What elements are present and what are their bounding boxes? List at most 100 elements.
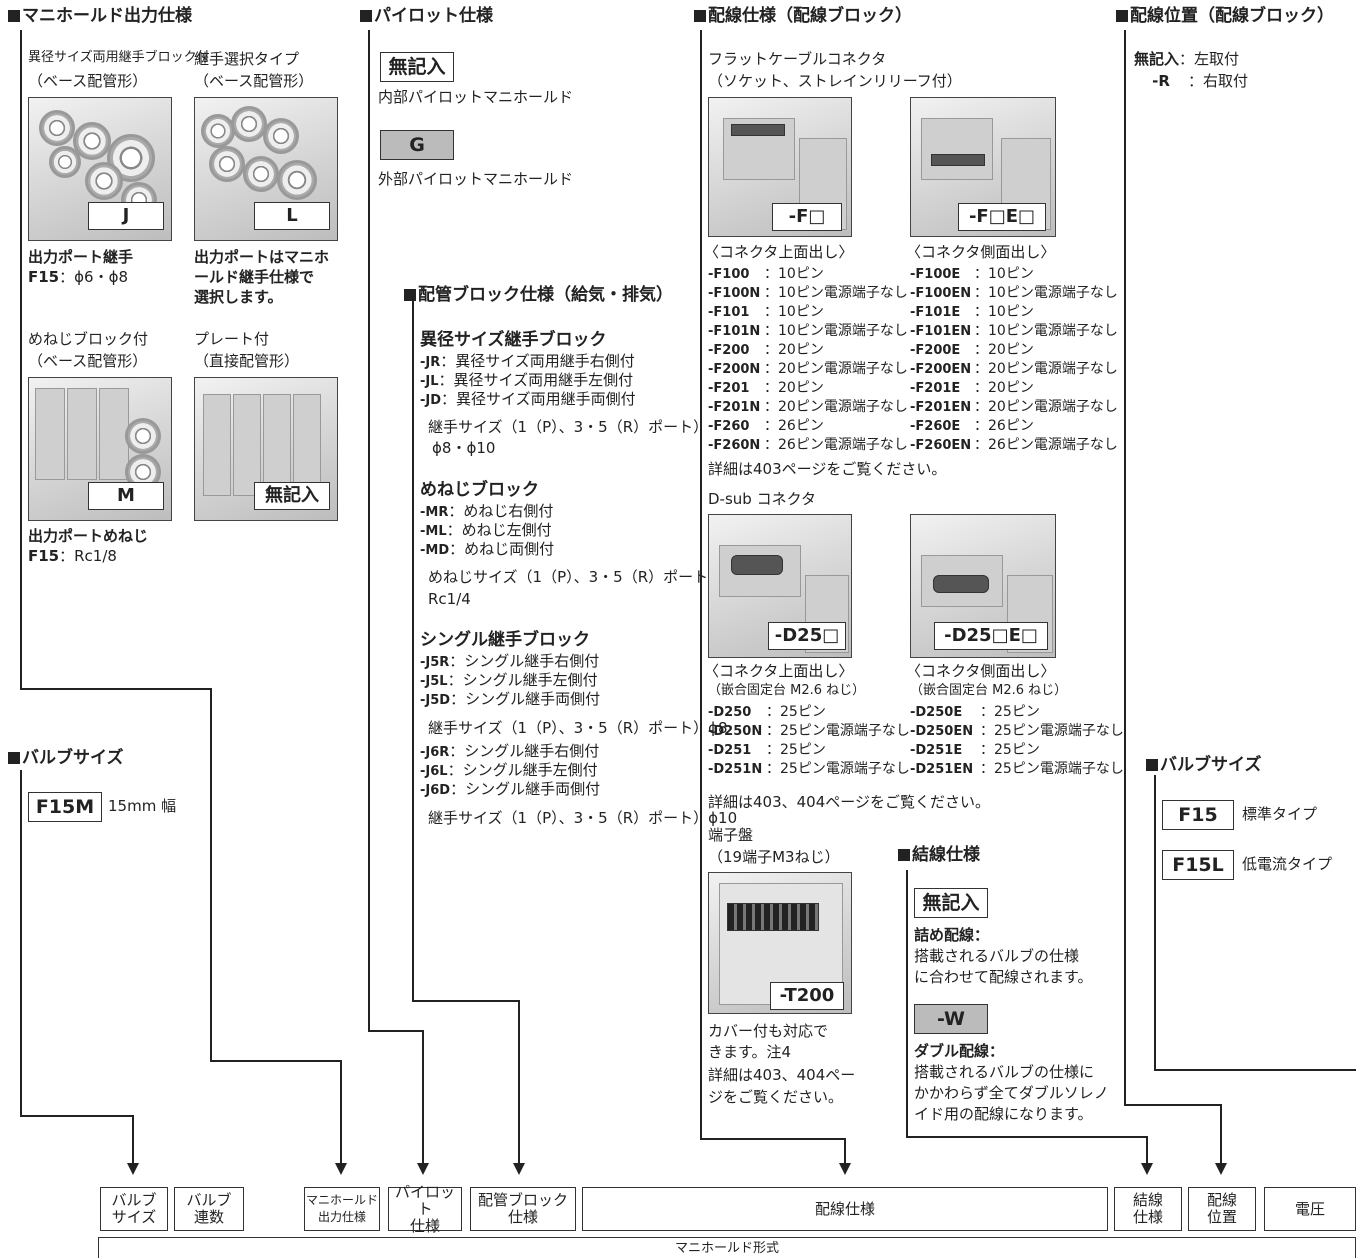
arrow-down-icon [127,1163,139,1175]
connection-blank-text-2: に合わせて配線されます。 [914,968,1093,987]
connector-line [132,1115,134,1164]
connector-line [844,1138,846,1164]
opt-l-caption-2: （ベース配管形） [194,72,313,91]
wire-code: -D251EN [910,762,980,778]
connector-line [422,1030,424,1164]
wire-text: ：10ピン電源端子なし [764,323,908,339]
wire-text: ：25ピン [980,742,1040,758]
valve-size-f15m-label: 15mm 幅 [108,797,176,816]
opt-l-note-1: 出力ポートはマニホ [194,248,329,267]
flat-title-1: フラットケーブルコネクタ [708,50,886,69]
connector-line [20,1115,134,1117]
piping-text: ：シングル継手両側付 [450,690,600,708]
dsub-side-label-2: （嵌合固定台 M2.6 ねじ） [910,683,1067,699]
wire-code: -F100N [708,286,764,302]
wire-code: -D250E [910,705,980,721]
dsub-side-list: -D250E：25ピン -D250EN：25ピン電源端子なし -D251E：25… [910,704,1124,780]
wire-text: ：25ピン電源端子なし [980,761,1124,777]
valve-size-f15-code: F15 [1162,800,1234,830]
wire-text: ：20ピン電源端子なし [974,361,1118,377]
wiring-position-text: ：右取付 [1188,72,1248,90]
piping-group1-note-2: ϕ8・ϕ10 [432,439,495,458]
terminal-title-1: 端子盤 [708,826,753,845]
wiring-position-row-2: -R：右取付 [1134,72,1248,91]
flat-top-code: -F□ [772,203,842,231]
dsub-title: D-sub コネクタ [708,490,816,509]
opt-m-note-row: F15：Rc1/8 [28,547,117,566]
pilot-internal-label: 内部パイロットマニホールド [378,88,573,107]
wire-code: -F200E [910,343,974,359]
valve-size-f15l-code: F15L [1162,850,1234,880]
pilot-title: パイロット仕様 [360,6,493,27]
pilot-internal-code: 無記入 [380,52,454,82]
piping-text: ：シングル継手左側付 [448,671,598,689]
opt-m-note: 出力ポートめねじ [28,527,148,546]
connector-line [210,688,212,1060]
opt-l-note-3: 選択します。 [194,288,283,307]
piping-code: -J6R [420,745,449,761]
wire-text: ：10ピン [764,304,824,320]
opt-j-caption-2: （ベース配管形） [28,72,147,91]
connector-line [1146,1136,1148,1164]
piping-group3a-list: -J5R：シングル継手右側付 -J5L：シングル継手左側付 -J5D：シングル継… [420,652,600,709]
valve-size-left-title: バルブサイズ [8,748,124,769]
wire-text: ：26ピン [764,418,824,434]
piping-block-title: 配管ブロック仕様（給気・排気） [404,285,673,306]
opt-j-note-value: ：ϕ6・ϕ8 [59,268,128,286]
arrow-down-icon [1141,1163,1153,1175]
connector-line [210,1060,342,1062]
connection-blank-code: 無記入 [914,888,988,918]
opt-j-note-code: F15 [28,268,59,286]
wiring-position-code: 無記入 [1134,50,1179,68]
piping-text: ：めねじ右側付 [448,502,553,520]
connection-w-text-1: 搭載されるバルブの仕様に [914,1063,1094,1082]
wire-code: -D250EN [910,724,980,740]
dsub-side-label-1: 〈コネクタ側面出し〉 [906,662,1055,681]
cell-manifold-output: マニホールド 出力仕様 [304,1187,380,1231]
dsub-top-label-2: （嵌合固定台 M2.6 ねじ） [708,683,865,699]
wire-text: ：25ピン電源端子なし [766,723,910,739]
wire-code: -F100EN [910,286,974,302]
wire-code: -F200EN [910,362,974,378]
cell-valve-count: バルブ 連数 [174,1187,244,1231]
pilot-external-label: 外部パイロットマニホールド [378,170,573,189]
piping-code: -J6D [420,783,450,799]
piping-code: -J5D [420,693,450,709]
wiring-position-code: -R [1134,72,1188,91]
piping-code: -ML [420,524,447,540]
piping-group1-note-1: 継手サイズ（1（P）、3・5（R）ポート） [428,418,708,437]
opt-j-note-row: F15：ϕ6・ϕ8 [28,268,128,287]
dsub-side-code: -D25□E□ [934,622,1048,650]
cell-voltage: 電圧 [1264,1187,1356,1231]
flat-title-2: （ソケット、ストレインリリーフ付） [708,72,962,91]
piping-code: -JR [420,355,440,371]
wire-text: ：20ピン [764,380,824,396]
connector-line [412,1000,520,1002]
valve-size-f15l-label: 低電流タイプ [1242,855,1332,874]
piping-group2-note-1: めねじサイズ（1（P）、3・5（R）ポート） [428,568,723,587]
terminal-note-4: ジをご覧ください。 [708,1088,843,1107]
connector-line [906,870,908,1138]
flat-side-label: 〈コネクタ側面出し〉 [906,243,1055,262]
wire-text: ：26ピン [974,418,1034,434]
terminal-note-2: きます。注4 [708,1043,791,1062]
connection-blank-title: 詰め配線： [914,926,989,945]
wiring-title: 配線仕様（配線ブロック） [694,6,912,27]
piping-group1-title: 異径サイズ継手ブロック [420,330,607,351]
wiring-position-text: ：左取付 [1179,50,1239,68]
wire-code: -F201 [708,381,764,397]
piping-group3a-note: 継手サイズ（1（P）、3・5（R）ポート）ϕ8 [428,719,728,738]
connector-line [412,295,414,1001]
piping-code: -J5R [420,655,449,671]
wiring-position-row-1: 無記入：左取付 [1134,50,1239,69]
piping-text: ：シングル継手右側付 [449,742,599,760]
piping-text: ：シングル継手左側付 [448,761,598,779]
flat-top-label: 〈コネクタ上面出し〉 [704,243,853,262]
opt-plate-caption-2: （直接配管形） [194,352,299,371]
wire-code: -F260 [708,419,764,435]
connector-line [906,1136,1148,1138]
wire-code: -F100E [910,267,974,283]
connector-line [1124,1104,1222,1106]
wire-text: ：25ピン [980,704,1040,720]
arrow-down-icon [839,1163,851,1175]
